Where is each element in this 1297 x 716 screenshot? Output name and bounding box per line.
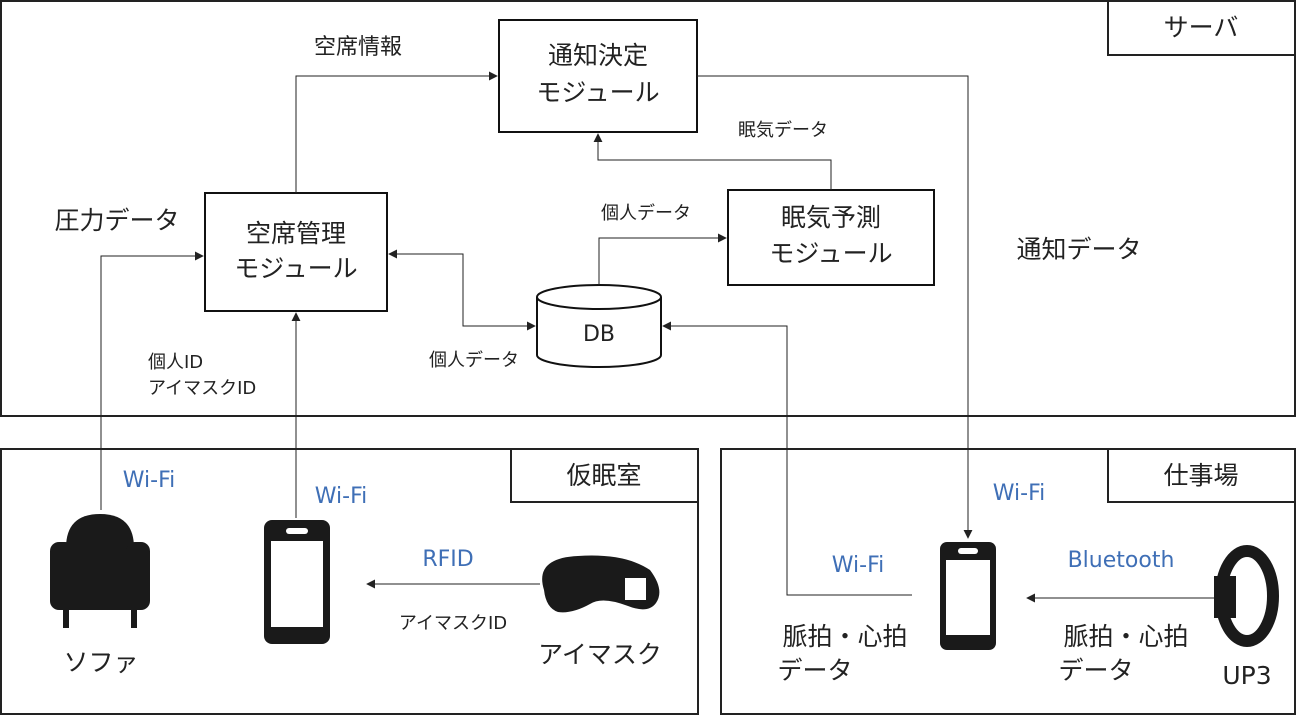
database-cylinder: DB — [536, 284, 662, 368]
database-label: DB — [583, 322, 615, 347]
server-region: サーバ — [0, 0, 1296, 417]
sleepiness-data-label: 眠気データ — [738, 120, 828, 141]
bluetooth-label: Bluetooth — [1068, 548, 1175, 573]
wifi-nap-phone-label: Wi-Fi — [315, 484, 368, 509]
pulse-heart-right-line2: データ — [1058, 656, 1133, 685]
smartphone-nap-icon — [264, 520, 330, 644]
sleepiness-prediction-module: 眠気予測 モジュール — [727, 189, 935, 286]
rfid-label: RFID — [422, 547, 473, 572]
personal-data-top-label: 個人データ — [601, 203, 691, 224]
vacancy-management-line2: モジュール — [234, 254, 357, 283]
vacancy-management-line1: 空席管理 — [246, 219, 346, 248]
notification-decision-line1: 通知決定 — [548, 41, 648, 70]
workplace-region-label: 仕事場 — [1163, 461, 1238, 490]
sleepiness-data-arrow — [593, 133, 832, 190]
pulse-heart-left-line2: データ — [777, 656, 852, 685]
server-region-label: サーバ — [1164, 13, 1239, 42]
personal-data-left-label: 個人データ — [429, 350, 519, 371]
sofa-label: ソファ — [63, 648, 138, 677]
vacancy-info-arrow — [295, 71, 498, 193]
personal-data-to-prediction-arrow — [598, 233, 727, 285]
workplace-region: 仕事場 — [720, 448, 1296, 715]
notification-decision-module: 通知決定 モジュール — [498, 19, 698, 133]
pressure-data-label: 圧力データ — [54, 206, 179, 235]
notification-data-arrow — [697, 75, 973, 539]
pulse-heart-left-line1: 脈拍・心拍 — [782, 622, 907, 651]
up3-band-icon — [1214, 545, 1279, 647]
wifi-work-notify-label: Wi-Fi — [993, 481, 1046, 506]
notification-data-label: 通知データ — [1016, 235, 1141, 264]
vacancy-management-module: 空席管理 モジュール — [204, 192, 388, 312]
sleepiness-prediction-line2: モジュール — [769, 239, 892, 268]
wifi-sofa-label: Wi-Fi — [123, 468, 176, 493]
notification-decision-line2: モジュール — [536, 78, 659, 107]
eyemask-id-nap-label: アイマスクID — [399, 613, 507, 634]
nap-room-region-label: 仮眠室 — [566, 461, 641, 490]
vacancy-db-bidirectional-arrow — [388, 249, 536, 331]
pressure-data-arrow — [100, 251, 204, 510]
up3-label: UP3 — [1222, 661, 1271, 690]
wifi-work-upload-label: Wi-Fi — [832, 553, 885, 578]
sleepiness-prediction-line1: 眠気予測 — [781, 203, 881, 232]
nap-room-region: 仮眠室 — [0, 448, 699, 715]
eye-mask-icon — [542, 555, 660, 613]
eyemask-label: アイマスク — [538, 640, 662, 669]
armchair-icon — [50, 514, 150, 628]
personal-id-label: 個人ID — [148, 352, 203, 373]
work-phone-to-db-arrow — [662, 321, 912, 596]
vacancy-info-label: 空席情報 — [314, 35, 402, 60]
eyemask-id-server-label: アイマスクID — [148, 378, 256, 399]
smartphone-work-icon — [940, 542, 996, 650]
pulse-heart-right-line1: 脈拍・心拍 — [1063, 622, 1188, 651]
